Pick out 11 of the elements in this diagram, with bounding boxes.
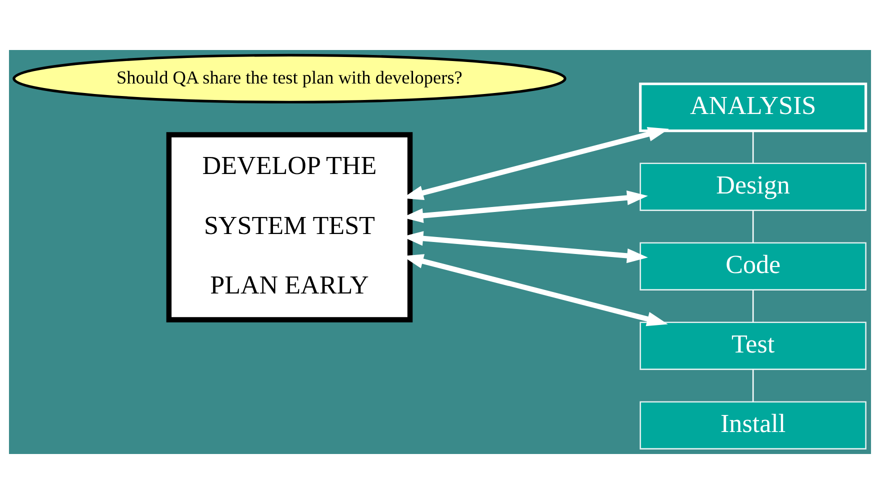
- node-box: Code: [640, 242, 866, 290]
- node-box: Design: [640, 162, 866, 211]
- node-box: Install: [640, 401, 866, 450]
- node-box: Test: [640, 322, 866, 370]
- node-box: DEVELOP THE SYSTEM TEST PLAN EARLY: [166, 132, 413, 322]
- connector: [752, 290, 754, 322]
- node-ellipse: Should QA share the test plan with developers?: [12, 54, 566, 104]
- node-box: ANALYSIS: [639, 82, 868, 132]
- connector: [752, 369, 754, 402]
- connector: [752, 130, 754, 164]
- connector: [752, 210, 754, 243]
